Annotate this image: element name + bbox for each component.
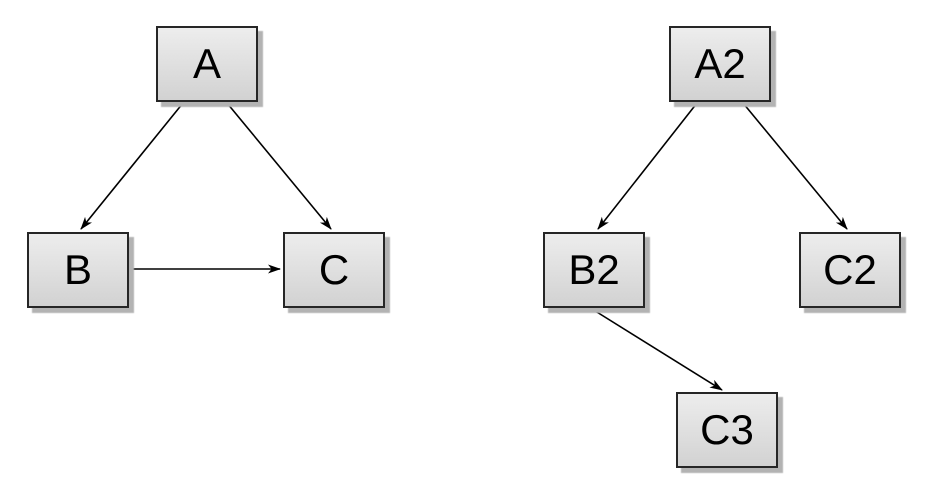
node-C2-label: C2 (823, 246, 877, 293)
node-C3-label: C3 (700, 406, 754, 453)
node-A: A (156, 26, 258, 102)
edge-A-to-B (80, 102, 184, 230)
node-A-label: A (192, 40, 221, 87)
edge-A2-to-C2 (742, 102, 848, 230)
node-B2: B2 (543, 232, 645, 308)
node-B-label: B (63, 246, 92, 293)
node-C3: C3 (676, 392, 778, 468)
node-C-label: C (318, 246, 350, 293)
node-C2: C2 (799, 232, 901, 308)
node-A2: A2 (669, 26, 771, 102)
node-B2-label: B2 (568, 246, 620, 293)
edge-B2-to-C3 (591, 308, 723, 391)
node-B: B (27, 232, 129, 308)
edge-A-to-C (226, 102, 332, 230)
node-A2-label: A2 (694, 40, 746, 87)
node-C: C (283, 232, 385, 308)
edge-A2-to-B2 (597, 102, 698, 230)
